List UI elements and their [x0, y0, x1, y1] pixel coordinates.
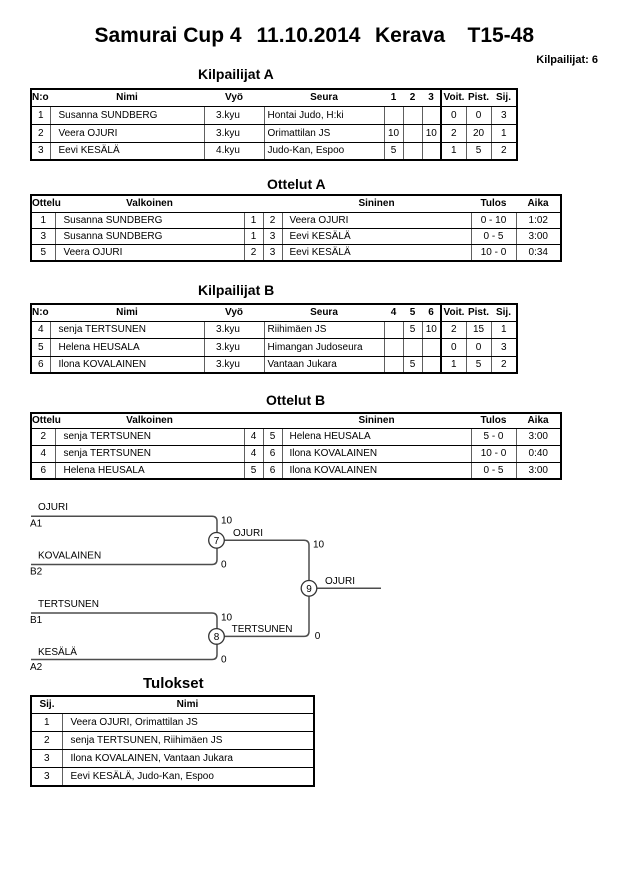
svg-text:7: 7 — [214, 536, 220, 547]
svg-text:9: 9 — [306, 584, 312, 595]
svg-text:8: 8 — [214, 632, 220, 643]
svg-text:10: 10 — [221, 613, 233, 624]
svg-text:KOVALAINEN: KOVALAINEN — [38, 551, 101, 562]
svg-text:B1: B1 — [30, 615, 43, 626]
svg-text:10: 10 — [221, 515, 233, 526]
svg-text:10: 10 — [313, 539, 325, 550]
svg-text:A2: A2 — [30, 662, 43, 673]
svg-text:0: 0 — [315, 631, 321, 642]
svg-text:OJURI: OJURI — [325, 576, 355, 587]
svg-text:KESÄLÄ: KESÄLÄ — [38, 646, 77, 658]
svg-text:0: 0 — [221, 655, 227, 666]
svg-text:B2: B2 — [30, 567, 43, 578]
svg-text:TERTSUNEN: TERTSUNEN — [38, 599, 99, 610]
svg-text:OJURI: OJURI — [233, 528, 263, 539]
svg-text:TERTSUNEN: TERTSUNEN — [232, 624, 293, 635]
svg-text:0: 0 — [221, 559, 227, 570]
svg-text:A1: A1 — [30, 519, 43, 530]
svg-text:OJURI: OJURI — [38, 502, 68, 513]
